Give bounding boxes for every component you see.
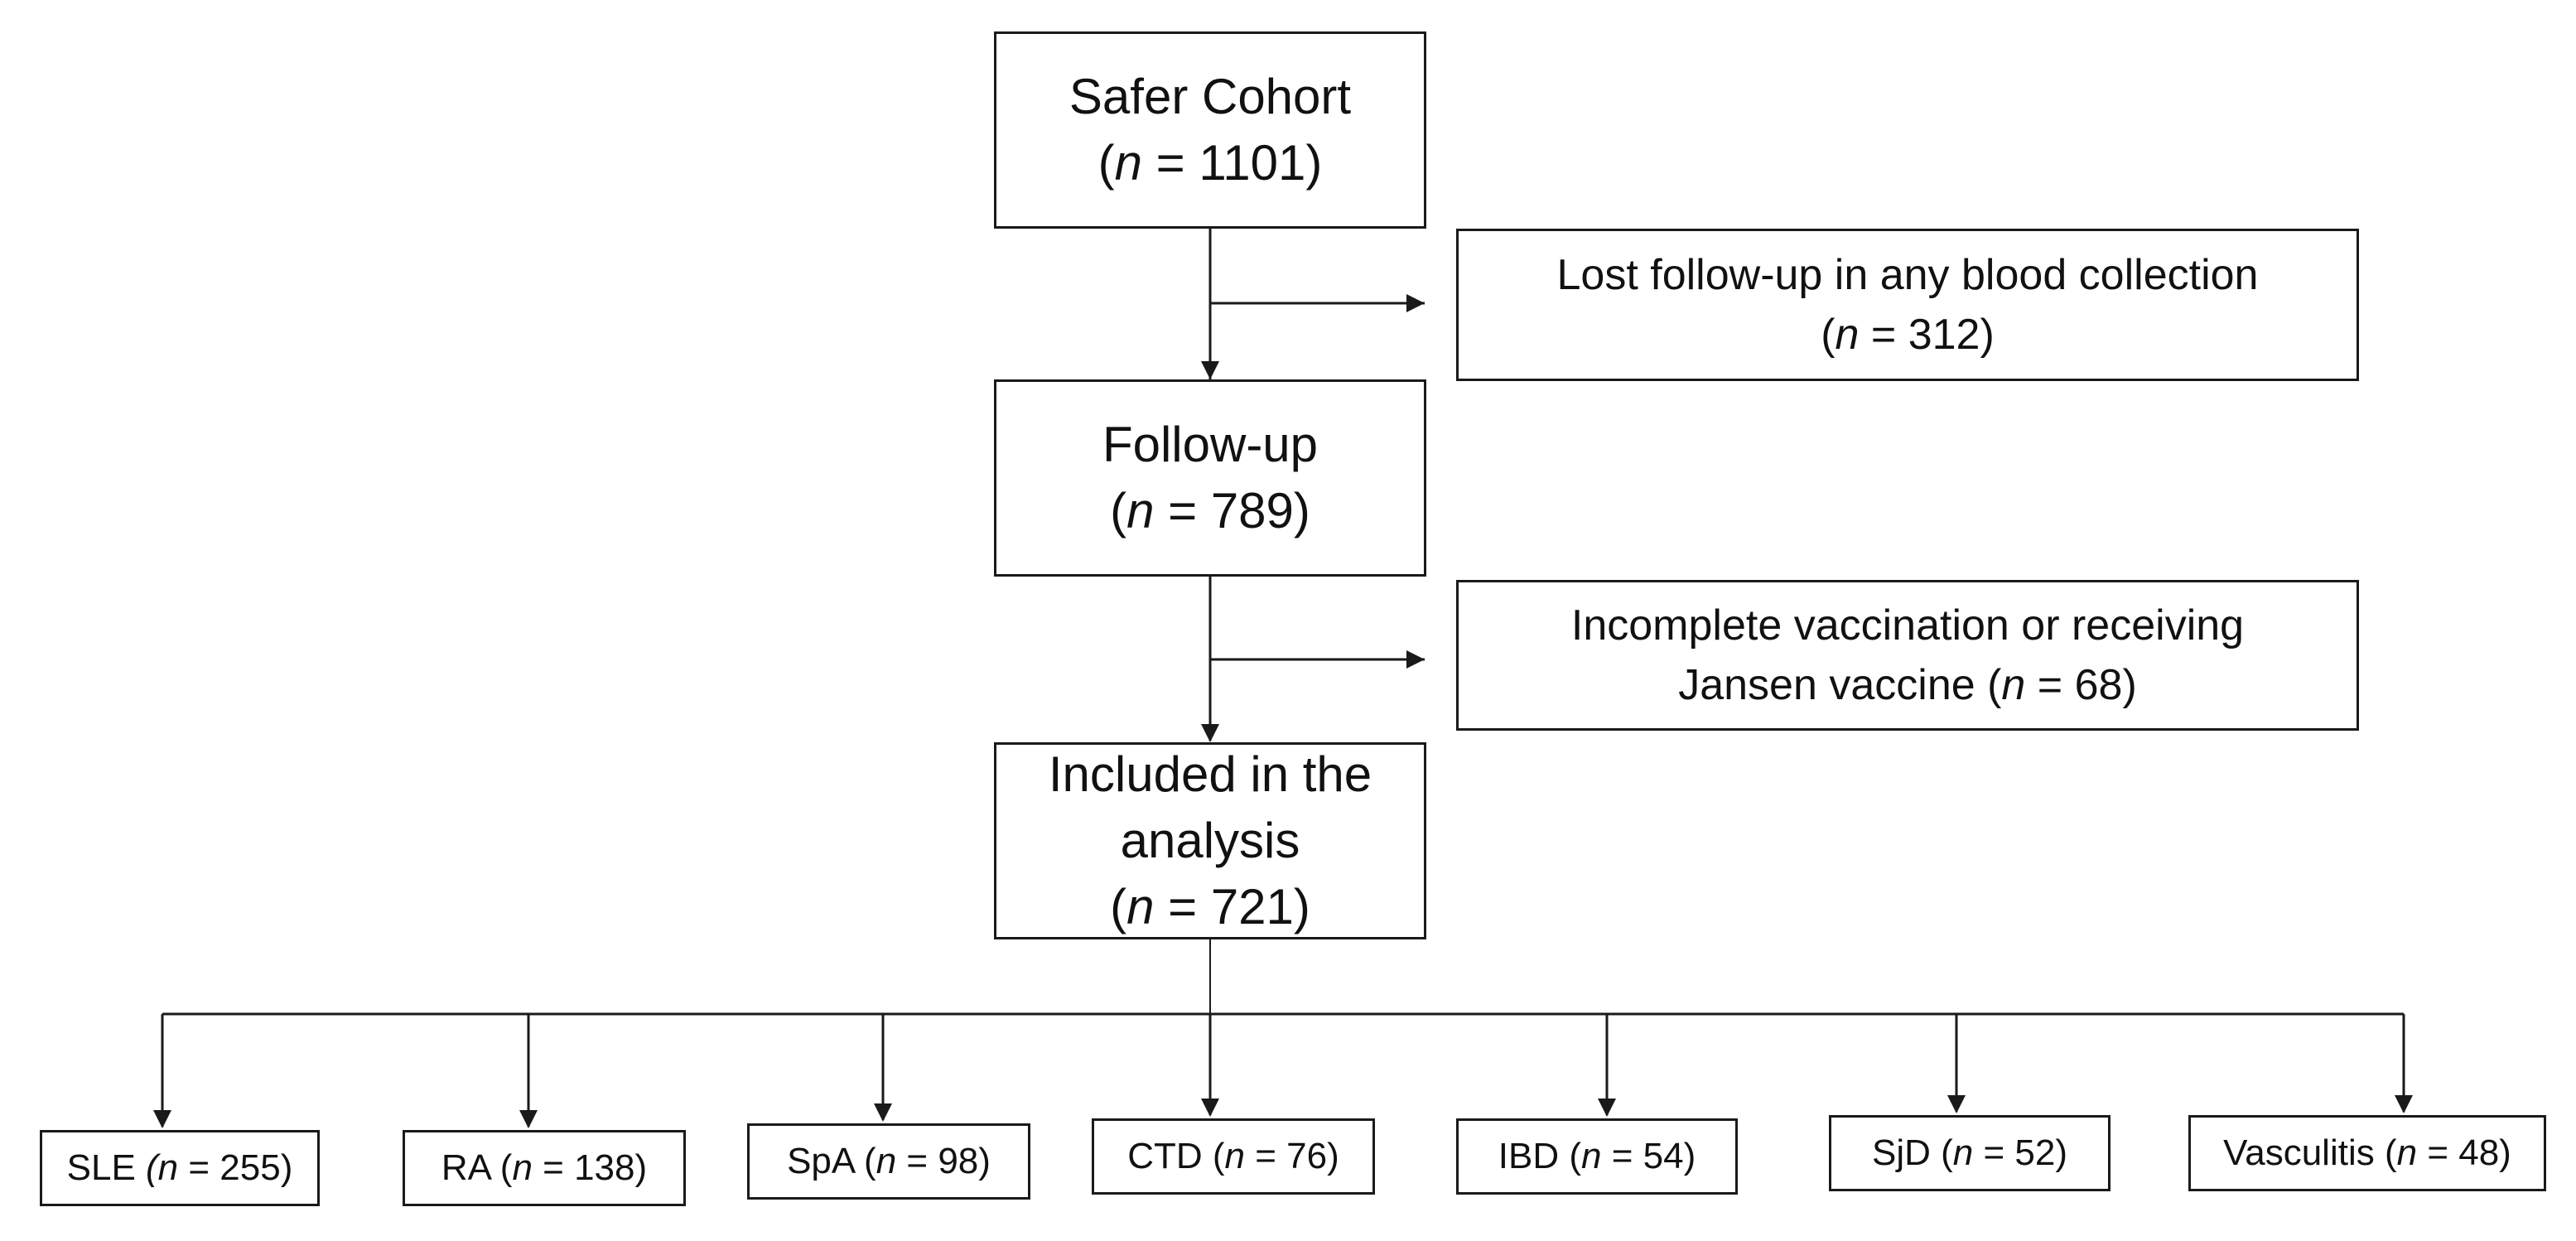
subgroup-box-vasculitis: Vasculitis (n = 48): [2188, 1115, 2546, 1191]
arrowhead-spa: [874, 1103, 892, 1122]
included-label-line2: analysis: [1120, 813, 1300, 868]
subgroup-box-sle: SLE (n = 255): [40, 1130, 320, 1206]
arrowhead-included: [1201, 724, 1219, 742]
arrowhead-incomplete: [1406, 650, 1425, 669]
subgroup-label-sjd: SjD (n = 52): [1871, 1132, 2067, 1173]
incomplete-vaccination-box: Incomplete vaccination or receiving Jans…: [1456, 580, 2359, 731]
followup-box: Follow-up (n = 789): [994, 379, 1426, 577]
cohort-count: (n = 1101): [1097, 135, 1323, 191]
arrowhead-ra: [519, 1110, 538, 1128]
arrowhead-vasculitis: [2395, 1095, 2413, 1113]
subgroup-box-spa: SpA (n = 98): [747, 1123, 1030, 1200]
branch-arrows: [153, 1014, 2413, 1128]
subgroup-box-ctd: CTD (n = 76): [1092, 1118, 1375, 1195]
included-label-line1: Included in the: [1048, 746, 1372, 802]
arrowheads: [1201, 294, 1425, 742]
lost-followup-box: Lost follow-up in any blood collection (…: [1456, 229, 2359, 381]
subgroup-label-ra: RA (n = 138): [441, 1147, 648, 1188]
subgroup-label-sle: SLE (n = 255): [66, 1147, 293, 1188]
incomplete-vaccination-count: Jansen vaccine (n = 68): [1678, 661, 2137, 709]
cohort-box: Safer Cohort (n = 1101): [994, 31, 1426, 229]
arrowhead-sjd: [1947, 1095, 1966, 1113]
arrowhead-lost: [1406, 294, 1425, 312]
followup-count: (n = 789): [1110, 483, 1310, 538]
followup-label: Follow-up: [1102, 417, 1319, 472]
arrowhead-ibd: [1598, 1099, 1616, 1117]
subgroup-label-ctd: CTD (n = 76): [1127, 1136, 1339, 1176]
incomplete-vaccination-label: Incomplete vaccination or receiving: [1570, 601, 2245, 649]
lost-followup-count: (n = 312): [1821, 311, 1995, 359]
subgroup-label-vasculitis: Vasculitis (n = 48): [2223, 1132, 2511, 1173]
subgroup-label-spa: SpA (n = 98): [787, 1141, 991, 1181]
included-analysis-box: Included in the analysis (n = 721): [994, 742, 1426, 939]
arrowhead-ctd: [1201, 1099, 1219, 1117]
included-count: (n = 721): [1110, 879, 1310, 934]
subgroup-box-ra: RA (n = 138): [403, 1130, 686, 1206]
subgroup-box-ibd: IBD (n = 54): [1456, 1118, 1738, 1195]
subgroup-box-sjd: SjD (n = 52): [1829, 1115, 2110, 1191]
subgroup-label-ibd: IBD (n = 54): [1498, 1136, 1696, 1176]
arrowhead-followup: [1201, 361, 1219, 379]
arrowhead-sle: [153, 1110, 171, 1128]
cohort-label: Safer Cohort: [1069, 69, 1352, 124]
lost-followup-label: Lost follow-up in any blood collection: [1556, 251, 2259, 299]
